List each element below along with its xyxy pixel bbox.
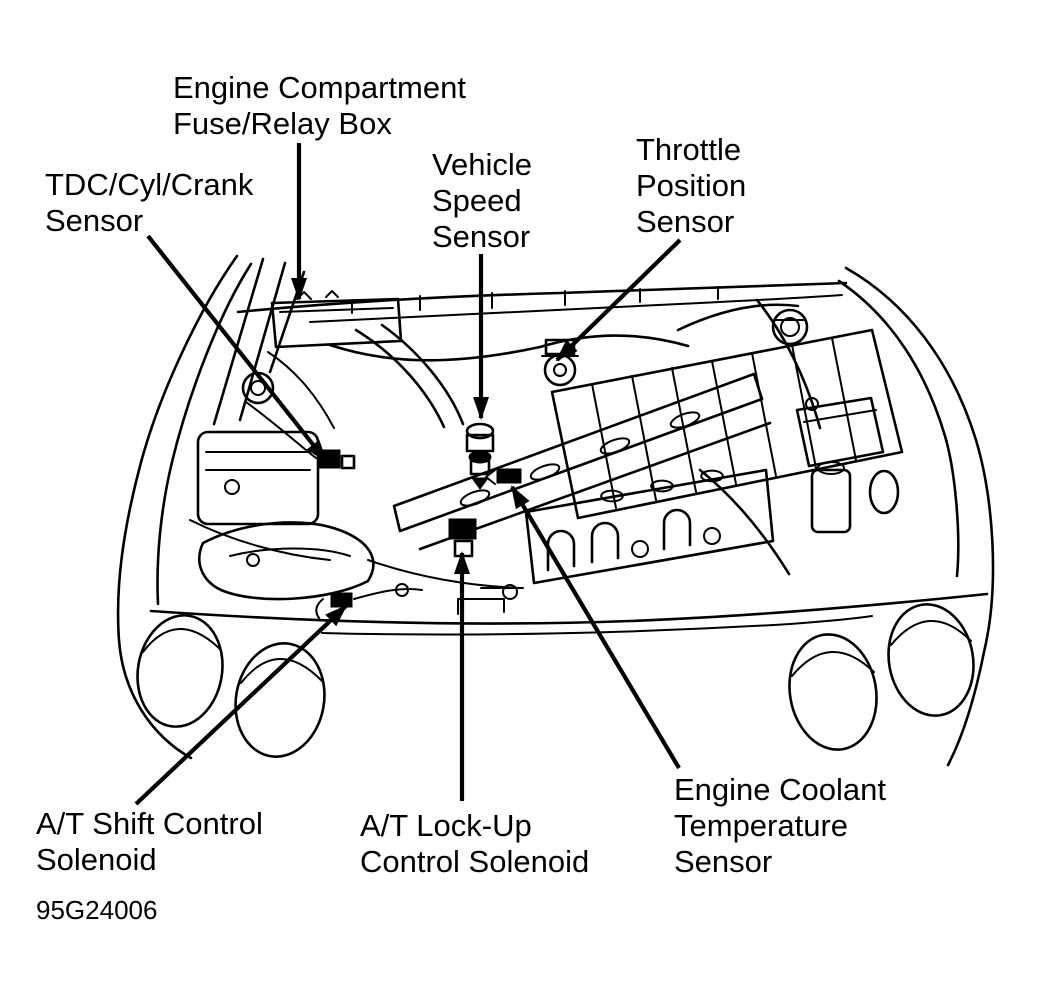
leader-arrows [134, 143, 682, 806]
valve-cover-outline [550, 328, 904, 520]
cowl-ticks [351, 286, 719, 314]
lockup-body [448, 518, 477, 540]
label-vehicle-speed-sensor: Vehicle Speed Sensor [432, 147, 532, 254]
headlight-left-inner-lid [240, 658, 323, 684]
engine-coolant-temp-sensor-shape [485, 468, 522, 485]
at-shift-solenoid-shape [315, 588, 423, 619]
throttle-pulley-hub [553, 363, 567, 377]
headlight-left-inner [234, 642, 326, 758]
headlight-right-outer [887, 603, 975, 717]
shift-hose [353, 588, 423, 600]
latch-circle [502, 584, 518, 600]
fuse-box-inner-line [279, 307, 394, 313]
plenum-pad-4 [669, 411, 701, 429]
car-body-outline [116, 254, 995, 767]
band-arches [546, 508, 692, 572]
at-lockup-solenoid-shape [448, 518, 477, 558]
vehicle-speed-sensor-shape [465, 422, 495, 490]
label-fuse-relay-box: Engine Compartment Fuse/Relay Box [173, 70, 466, 141]
shift-body [330, 592, 353, 608]
cowl-second-line [309, 294, 843, 323]
label-tdc-cyl-crank-sensor: TDC/Cyl/Crank Sensor [45, 167, 254, 238]
fuse-box-clips [296, 290, 339, 300]
vss-tip [471, 477, 489, 490]
washer-bottle [795, 396, 885, 468]
headlights [136, 603, 975, 758]
right-hoses [676, 298, 822, 576]
ect-body [496, 468, 522, 484]
left-bay-parts [189, 334, 690, 567]
engine-bay-components [189, 290, 904, 619]
coolant-cap [817, 461, 845, 475]
label-engine-coolant-temperature-sensor: Engine Coolant Temperature Sensor [674, 772, 886, 879]
shift-bracket [315, 598, 324, 619]
band-bolt-2 [703, 527, 721, 545]
bolt-a [224, 479, 240, 495]
arrow-at-shift-solenoid [134, 604, 348, 806]
headlight-right-inner [788, 633, 878, 751]
right-bay-parts [676, 298, 900, 576]
valve-cover-ribs [591, 337, 857, 509]
left-fender-inner [156, 262, 253, 606]
left-a-pillar-lines [212, 257, 306, 426]
hood-latch-step [457, 598, 505, 615]
distributor-center [250, 380, 266, 396]
right-fender-outer [844, 266, 995, 767]
arrow-throttle-position-sensor [555, 238, 682, 362]
transmission-ridge [229, 547, 351, 557]
lower-cable [189, 519, 331, 561]
label-at-lockup-control-solenoid: A/T Lock-Up Control Solenoid [360, 808, 590, 879]
headlight-right-outer-lid [890, 620, 972, 646]
coolant-reservoir [810, 468, 852, 534]
plenum-pad-1 [459, 489, 491, 507]
transmission-blob [198, 521, 375, 601]
air-cleaner-ridges [205, 451, 311, 471]
band-outline [524, 468, 775, 585]
valve-cover [550, 328, 904, 520]
right-cylinder [868, 469, 900, 515]
bolt-c [395, 583, 409, 597]
headlight-right-inner-lid [791, 651, 875, 677]
ect-hex [485, 469, 496, 485]
washer-cap [805, 397, 819, 411]
washer-bottle-line [803, 409, 877, 423]
headlight-left-outer [136, 614, 224, 728]
arrow-engine-coolant-temp-sensor [510, 485, 681, 770]
headlight-left-outer-lid [142, 628, 222, 653]
oil-cap-outer [771, 308, 809, 346]
tdc-sensor-bracket [340, 454, 356, 470]
oil-cap-inner [780, 317, 800, 337]
figure-id: 95G24006 [36, 895, 158, 925]
bolt-b [246, 553, 260, 567]
radiator-hose [367, 559, 521, 589]
bumper-top-edge-2 [321, 615, 873, 636]
hood-rear-edge [236, 281, 848, 314]
ignition-wires [245, 351, 335, 459]
right-fender-inner [837, 279, 960, 578]
band-bolt-1 [631, 540, 649, 558]
intake-plenum [392, 372, 772, 551]
label-at-shift-control-solenoid: A/T Shift Control Solenoid [36, 806, 263, 877]
label-throttle-position-sensor: Throttle Position Sensor [636, 132, 747, 239]
bumper-top-edge [149, 592, 989, 625]
front-cover-band [524, 468, 775, 585]
harness-across-top [328, 334, 690, 362]
transmission-area [198, 521, 524, 601]
left-fender-outer [116, 254, 239, 760]
plenum-pad-3 [599, 437, 631, 455]
arrow-tdc-cyl-crank-sensor [146, 234, 328, 463]
air-intake-duct [354, 323, 465, 429]
plenum-pad-2 [529, 463, 561, 481]
vss-top [465, 422, 495, 440]
plenum-edges [392, 372, 772, 551]
